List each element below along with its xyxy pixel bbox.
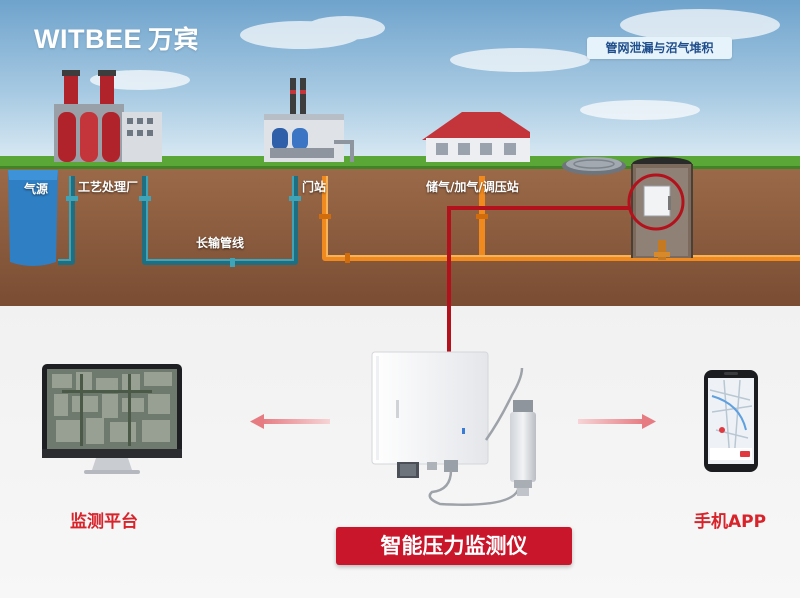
arrow-left-icon: [250, 414, 330, 429]
pressure-monitor-icon: [371, 351, 536, 506]
phone-icon: [704, 370, 758, 472]
monitor-icon: [42, 364, 182, 474]
sensor-box-icon: [643, 185, 671, 217]
label-process-plant: 工艺处理厂: [78, 180, 139, 194]
brand-name-en: WITBEE: [34, 24, 142, 54]
label-mobile-app: 手机APP: [694, 512, 767, 532]
gas-plant-icon: [264, 78, 354, 162]
signal-line: [447, 206, 630, 352]
brand-name-cn: 万宾: [148, 25, 200, 54]
station-house-icon: [422, 112, 530, 162]
manhole-icon: [562, 157, 626, 175]
arrow-right-icon: [578, 414, 656, 429]
label-gas-source: 气源: [24, 182, 49, 196]
highlight-circle: [627, 173, 685, 231]
label-monitoring-platform: 监测平台: [70, 512, 138, 532]
label-storage-station: 储气/加气/调压站: [426, 180, 519, 194]
label-pipeline: 长输管线: [196, 236, 245, 250]
scene-title-badge: 管网泄漏与沼气堆积: [587, 37, 732, 59]
label-gate-station: 门站: [302, 180, 327, 194]
gas-source-icon: [8, 170, 58, 266]
teal-pipeline: [58, 176, 298, 265]
device-title-banner: 智能压力监测仪: [336, 527, 572, 565]
factory-icon: [54, 70, 162, 162]
